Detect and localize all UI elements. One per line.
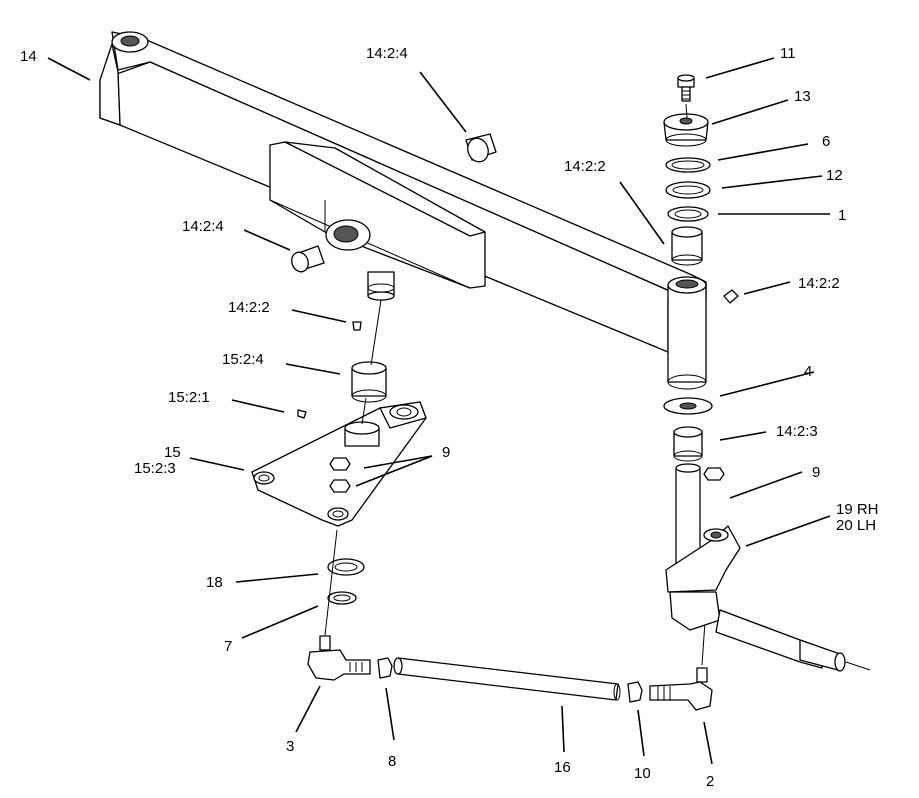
callout-15: 15 — [164, 444, 181, 461]
spindle — [665, 463, 871, 672]
callout-3: 3 — [286, 738, 294, 755]
front-axle — [99, 31, 707, 390]
callout-14-2-2-right: 14:2:2 — [798, 275, 840, 292]
callout-20-lh: 20 LH — [836, 517, 876, 534]
callout-14: 14 — [20, 48, 37, 65]
retaining-ring — [327, 558, 365, 605]
callout-14-2-2-left: 14:2:2 — [228, 299, 270, 316]
callout-15-2-4: 15:2:4 — [222, 351, 264, 368]
callout-10: 10 — [634, 765, 651, 782]
callout-12: 12 — [826, 167, 843, 184]
callout-14-2-3: 14:2:3 — [776, 423, 818, 440]
pivot-bushing — [291, 133, 703, 462]
callout-14-2-2-top: 14:2:2 — [564, 158, 606, 175]
callout-15-2-1: 15:2:1 — [168, 389, 210, 406]
spindle-cap-stack — [663, 74, 713, 415]
callout-15-2-3: 15:2:3 — [134, 460, 176, 477]
callout-11: 11 — [780, 45, 796, 62]
callout-labels: 14 14:2:4 11 13 6 14:2:2 12 1 14:2:4 14:… — [20, 45, 879, 790]
leader-lines — [47, 57, 831, 765]
callout-7: 7 — [224, 638, 232, 655]
callout-14-2-4-left: 14:2:4 — [182, 218, 224, 235]
callout-16: 16 — [554, 759, 571, 776]
callout-9-right: 9 — [812, 464, 820, 481]
callout-9-left: 9 — [442, 444, 450, 461]
callout-13: 13 — [794, 88, 811, 105]
callout-4: 4 — [804, 363, 812, 380]
grease-fitting — [297, 289, 739, 419]
callout-8: 8 — [388, 753, 396, 770]
callout-19-rh: 19 RH — [836, 501, 879, 518]
callout-18: 18 — [206, 574, 223, 591]
callout-6: 6 — [822, 133, 830, 150]
steering-plate — [251, 401, 427, 527]
assembly-centerline — [324, 103, 706, 666]
tie-rod — [377, 657, 643, 703]
ball-joint — [307, 635, 713, 711]
callout-14-2-4-top: 14:2:4 — [366, 45, 408, 62]
callout-2: 2 — [706, 773, 714, 790]
callout-1: 1 — [838, 207, 846, 224]
